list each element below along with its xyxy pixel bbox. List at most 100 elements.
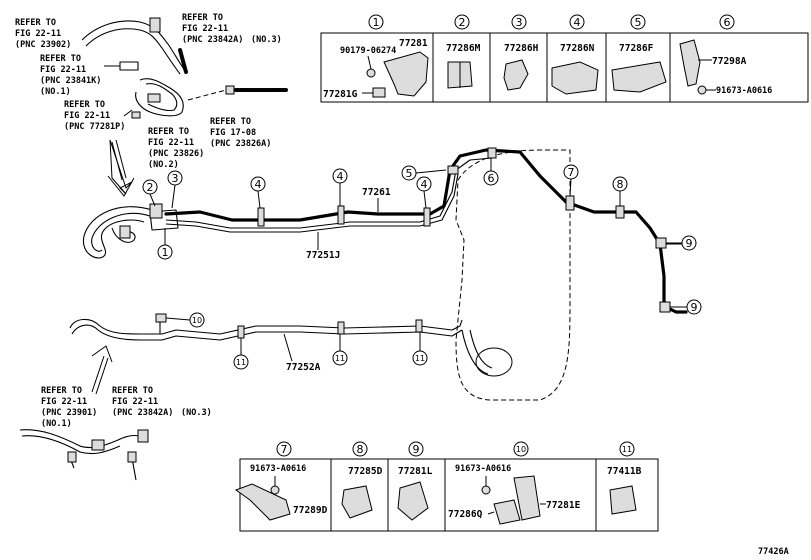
svg-text:REFER TO: REFER TO: [40, 54, 81, 64]
part-91673-A0616-b[interactable]: 91673-A0616: [250, 464, 306, 474]
clip-drawing: [372, 87, 386, 98]
part-77281[interactable]: 77281: [399, 38, 428, 49]
callout-2[interactable]: 2: [147, 181, 154, 194]
box-number-1: 1: [373, 16, 380, 29]
bolt-drawing: [366, 68, 376, 78]
svg-text:REFER TO: REFER TO: [182, 13, 223, 23]
svg-text:FIG 22-11: FIG 22-11: [15, 29, 61, 39]
tube-77251J[interactable]: [165, 157, 493, 229]
hose-clip-drawing: [149, 17, 161, 33]
part-77286N[interactable]: 77286N: [560, 43, 595, 54]
tube-77261[interactable]: [164, 148, 688, 314]
part-91673-A0616[interactable]: 91673-A0616: [716, 86, 772, 96]
svg-text:REFER TO: REFER TO: [15, 18, 56, 28]
label-77261[interactable]: 77261: [362, 187, 391, 198]
clamp-5-drawing: [611, 61, 667, 93]
part-77289D[interactable]: 77289D: [293, 505, 328, 516]
clamp-11-drawing: [609, 485, 637, 515]
box-number-2: 2: [459, 16, 466, 29]
box-number-9: 9: [413, 443, 420, 456]
callout-6[interactable]: 6: [488, 172, 495, 185]
callout-11c[interactable]: 11: [415, 354, 425, 363]
svg-text:(PNC 23842A): (PNC 23842A): [112, 408, 173, 418]
callout-11a[interactable]: 11: [236, 358, 246, 367]
clamp-10-drawing: [493, 499, 521, 525]
part-77286F[interactable]: 77286F: [619, 43, 654, 54]
lower-hose-assembly: [19, 429, 149, 481]
svg-text:FIG 22-11: FIG 22-11: [112, 397, 158, 407]
svg-text:(NO.1): (NO.1): [40, 87, 71, 97]
hose-joint-drawing: [147, 93, 161, 103]
bottom-table-frame: [239, 458, 659, 532]
box-number-4: 4: [574, 16, 581, 29]
svg-text:FIG 22-11: FIG 22-11: [41, 397, 87, 407]
svg-text:FIG 17-08: FIG 17-08: [210, 128, 256, 138]
svg-text:REFER TO: REFER TO: [148, 127, 189, 137]
callout-11b[interactable]: 11: [335, 354, 345, 363]
part-77281E[interactable]: 77281E: [546, 500, 581, 511]
callout-10[interactable]: 10: [192, 316, 202, 325]
part-77286H[interactable]: 77286H: [504, 43, 539, 54]
callout-1[interactable]: 1: [162, 246, 169, 259]
svg-text:FIG 22-11: FIG 22-11: [148, 138, 194, 148]
bracket-part-drawing: [383, 51, 429, 97]
svg-text:REFER TO: REFER TO: [41, 386, 82, 396]
fuel-tank-outline: [455, 149, 571, 401]
svg-text:(PNC 23826): (PNC 23826): [148, 149, 204, 159]
svg-text:(PNC 23826A): (PNC 23826A): [210, 139, 271, 149]
label-77251J[interactable]: 77251J: [306, 250, 340, 261]
top-parts-table: 1 2 3 4 5 6 77281 90179-06274 77281G 772…: [320, 14, 809, 103]
box-number-8: 8: [357, 443, 364, 456]
svg-text:(NO.2): (NO.2): [148, 160, 179, 170]
part-77286M[interactable]: 77286M: [446, 43, 481, 54]
callout-4c[interactable]: 4: [421, 178, 428, 191]
bracket-6-drawing: [679, 39, 701, 87]
svg-text:(PNC 23841K): (PNC 23841K): [40, 76, 101, 86]
part-91673-A0616-c[interactable]: 91673-A0616: [455, 464, 511, 474]
svg-text:REFER TO: REFER TO: [64, 100, 105, 110]
part-77285D[interactable]: 77285D: [348, 466, 383, 477]
clamp-9-drawing: [397, 481, 429, 521]
callout-5[interactable]: 5: [406, 167, 413, 180]
label-77252A[interactable]: 77252A: [286, 362, 321, 373]
part-77411B[interactable]: 77411B: [607, 466, 642, 477]
clamp-7-drawing: [234, 483, 291, 521]
clamp-3-drawing: [503, 59, 529, 91]
callout-4b[interactable]: 4: [337, 170, 344, 183]
svg-text:REFER TO: REFER TO: [112, 386, 153, 396]
main-bracket-drawing: [149, 209, 179, 231]
tube-77252A[interactable]: [69, 318, 463, 335]
part-77298A[interactable]: 77298A: [712, 56, 747, 67]
top-table-frame: [320, 32, 809, 103]
box-number-11: 11: [622, 445, 632, 454]
box-number-3: 3: [516, 16, 523, 29]
bracket-10-drawing: [513, 475, 541, 521]
svg-text:FIG 22-11: FIG 22-11: [64, 111, 110, 121]
clamp-4-drawing: [551, 61, 599, 95]
part-77286Q[interactable]: 77286Q: [448, 509, 483, 520]
engine-side-hoses: [82, 206, 179, 259]
part-77281L[interactable]: 77281L: [398, 466, 433, 477]
bolt-6-drawing: [697, 85, 707, 95]
callout-3[interactable]: 3: [172, 172, 179, 185]
box-number-6: 6: [724, 16, 731, 29]
svg-text:(NO.3): (NO.3): [181, 408, 212, 418]
callout-9a[interactable]: 9: [686, 237, 693, 250]
part-77281G[interactable]: 77281G: [323, 89, 358, 100]
callout-8[interactable]: 8: [617, 178, 624, 191]
svg-text:FIG 22-11: FIG 22-11: [182, 24, 228, 34]
arrow-down-upper: [107, 139, 135, 197]
part-90179-06274[interactable]: 90179-06274: [340, 46, 396, 56]
callout-7[interactable]: 7: [568, 166, 575, 179]
callout-9b[interactable]: 9: [691, 301, 698, 314]
connector-drawing: [119, 61, 139, 71]
upper-left-references: REFER TO FIG 22-11 (PNC 23902) REFER TO …: [15, 13, 282, 170]
bottom-parts-table: 7 8 9 10 11 91673-A0616 77289D 77285D 77…: [234, 441, 659, 532]
svg-text:(PNC 23842A): (PNC 23842A): [182, 35, 243, 45]
svg-text:(PNC 23902): (PNC 23902): [15, 40, 71, 50]
upper-hose-assembly: [81, 17, 288, 119]
diagram-code: 77426A: [758, 547, 789, 557]
box-number-5: 5: [635, 16, 642, 29]
callout-4a[interactable]: 4: [255, 178, 262, 191]
